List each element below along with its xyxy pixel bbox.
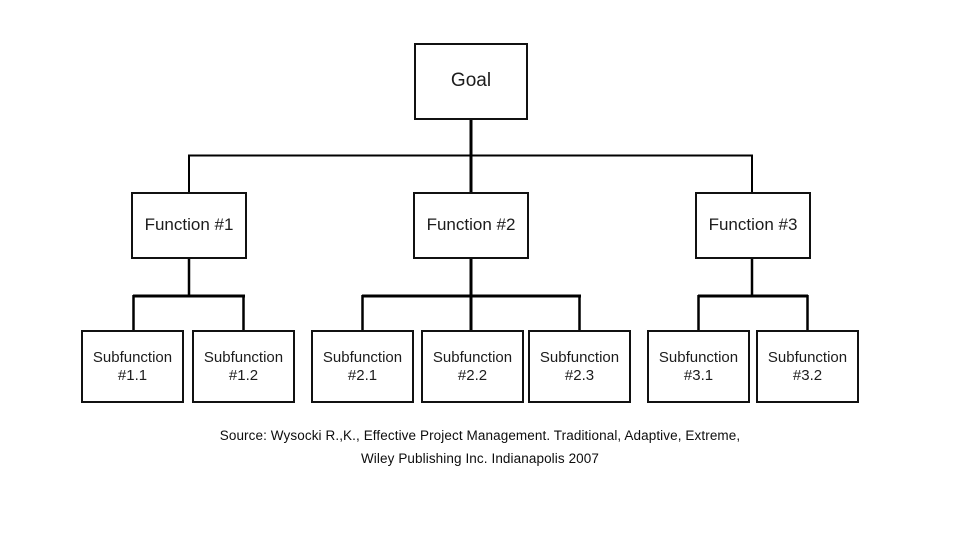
node-subfunction-2-1-label: Subfunction #2.1 <box>322 348 403 384</box>
source-caption: Source: Wysocki R.,K., Effective Project… <box>0 424 960 470</box>
node-goal-label: Goal <box>450 70 492 92</box>
node-subfunction-1-2[interactable]: Subfunction #1.2 <box>192 330 295 403</box>
node-subfunction-3-1[interactable]: Subfunction #3.1 <box>647 330 750 403</box>
source-caption-line-1: Source: Wysocki R.,K., Effective Project… <box>219 428 741 443</box>
source-caption-line-2: Wiley Publishing Inc. Indianapolis 2007 <box>360 451 600 467</box>
node-function-2-label: Function #2 <box>426 215 516 235</box>
node-subfunction-2-1[interactable]: Subfunction #2.1 <box>311 330 414 403</box>
node-subfunction-3-2[interactable]: Subfunction #3.2 <box>756 330 859 403</box>
node-subfunction-2-2[interactable]: Subfunction #2.2 <box>421 330 524 403</box>
node-subfunction-1-1-label: Subfunction #1.1 <box>92 348 173 384</box>
node-subfunction-1-1[interactable]: Subfunction #1.1 <box>81 330 184 403</box>
node-subfunction-3-1-label: Subfunction #3.1 <box>658 348 739 384</box>
node-subfunction-2-3[interactable]: Subfunction #2.3 <box>528 330 631 403</box>
node-function-3[interactable]: Function #3 <box>695 192 811 259</box>
node-function-1-label: Function #1 <box>144 215 234 235</box>
node-subfunction-1-2-label: Subfunction #1.2 <box>203 348 284 384</box>
node-subfunction-3-2-label: Subfunction #3.2 <box>767 348 848 384</box>
node-subfunction-2-3-label: Subfunction #2.3 <box>539 348 620 384</box>
node-function-3-label: Function #3 <box>708 215 798 235</box>
node-function-1[interactable]: Function #1 <box>131 192 247 259</box>
node-subfunction-2-2-label: Subfunction #2.2 <box>432 348 513 384</box>
node-function-2[interactable]: Function #2 <box>413 192 529 259</box>
node-goal[interactable]: Goal <box>414 43 528 120</box>
